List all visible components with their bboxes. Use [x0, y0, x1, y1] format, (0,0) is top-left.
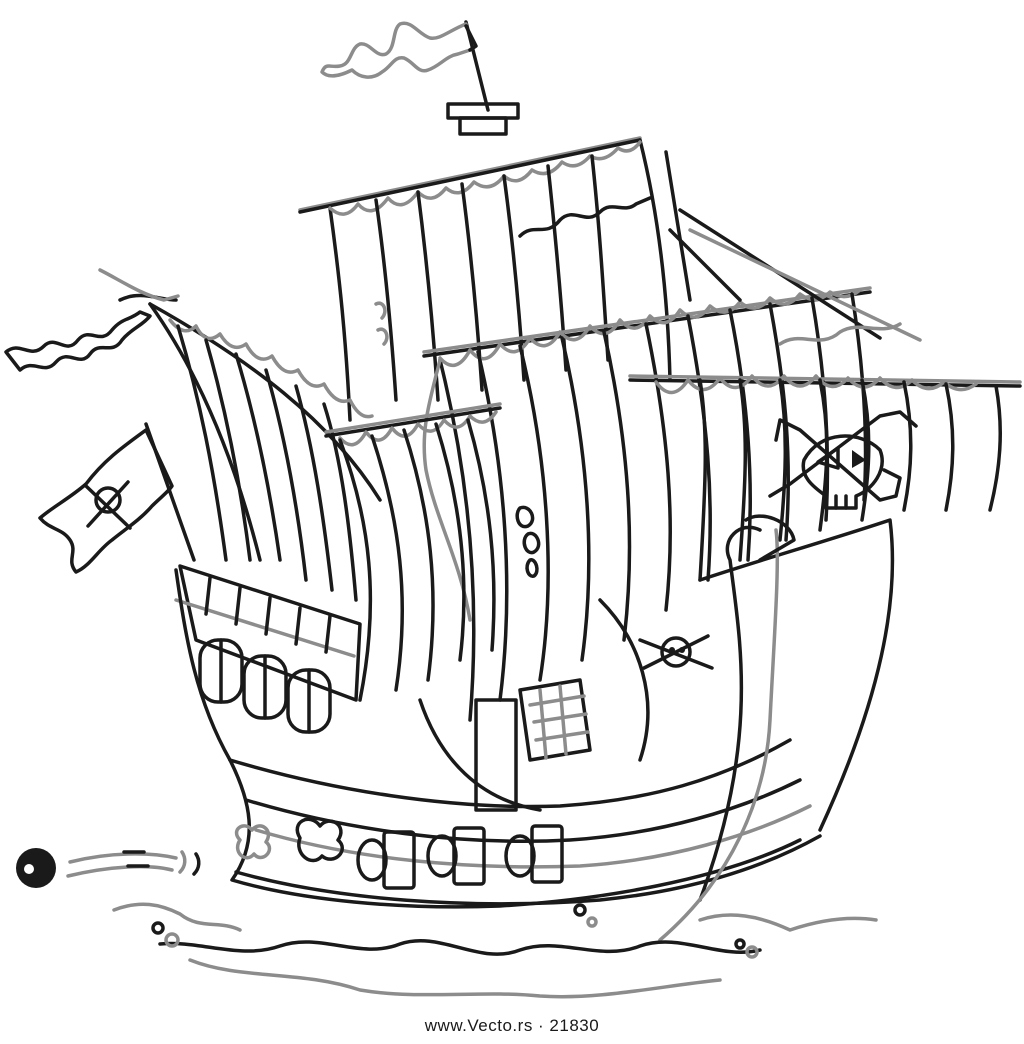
jib-sail-right — [628, 374, 1022, 582]
cannon-ports — [234, 817, 564, 890]
watermark: www.Vecto.rs · 21830 — [424, 1016, 600, 1035]
rigging — [668, 208, 922, 346]
sea-waves — [112, 902, 878, 999]
cannonball — [16, 848, 201, 888]
main-sail-front — [422, 150, 872, 722]
skull-flag-rear — [38, 422, 196, 574]
fore-sail-left — [324, 402, 541, 702]
rear-sail — [4, 268, 382, 602]
ship-hull — [174, 514, 895, 942]
top-flag — [320, 20, 520, 136]
main-sail-top — [298, 136, 672, 422]
